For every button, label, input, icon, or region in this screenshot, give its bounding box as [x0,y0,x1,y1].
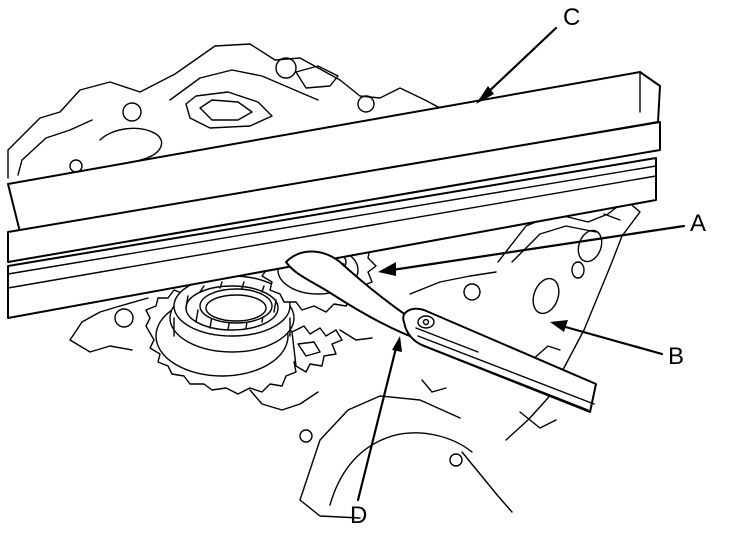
label-d: D [350,502,368,529]
arrowhead-a [378,262,396,276]
leader-line-d [356,346,398,502]
feeler-gauge-d [285,250,597,413]
arrowhead-d [392,336,402,352]
label-c: C [563,4,581,31]
label-a: A [690,210,707,237]
arrowhead-c [476,86,494,104]
leader-line-c [482,26,558,98]
case-housing-lower [69,271,557,519]
leader-arrows [356,26,686,502]
arrowhead-b [550,320,568,332]
leader-line-b [560,324,664,356]
straight-edge-c [7,71,661,319]
leader-line-a [390,224,686,272]
label-b: B [668,343,685,370]
